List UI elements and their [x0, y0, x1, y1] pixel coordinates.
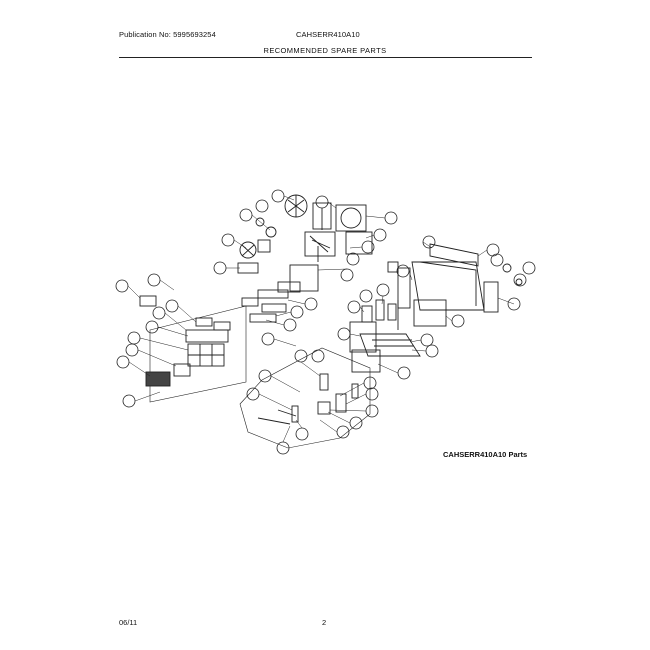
model-number: CAHSERR410A10	[296, 30, 360, 39]
cabinet-assembly	[387, 243, 523, 327]
sealed-system-assembly	[349, 299, 421, 373]
diagram-caption: CAHSERR410A10 Parts	[443, 450, 528, 459]
control-panel-assembly	[139, 295, 247, 403]
publication-number: Publication No: 5995693254	[119, 30, 216, 39]
leader-lines	[127, 195, 515, 443]
hardware-bag	[239, 347, 371, 449]
footer-date: 06/11	[119, 618, 138, 627]
section-title: RECOMMENDED SPARE PARTS	[263, 46, 387, 55]
header-divider	[119, 57, 532, 58]
page-number: 2	[322, 618, 327, 627]
